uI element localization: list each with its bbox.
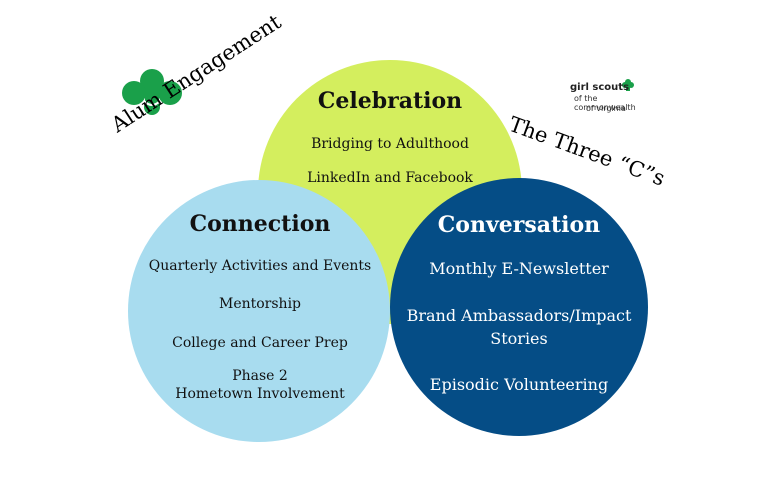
celebration-title: Celebration xyxy=(317,88,463,114)
connection-item: Mentorship xyxy=(218,296,302,312)
trefoil-icon xyxy=(122,69,182,115)
connection-item: Phase 2 xyxy=(232,368,288,384)
connection-title: Connection xyxy=(189,211,331,237)
conversation-item: Stories xyxy=(490,329,548,348)
conversation-title: Conversation xyxy=(437,212,601,238)
logo-line-3: of virginia xyxy=(586,104,626,113)
conversation-item: Monthly E-Newsletter xyxy=(429,259,609,278)
connection-item: College and Career Prep xyxy=(172,335,348,351)
logo-line-2: of the commonwealth xyxy=(574,94,636,112)
girl-scouts-logo: girl scouts of the commonwealth of virgi… xyxy=(570,79,652,116)
celebration-item: Bridging to Adulthood xyxy=(311,136,469,152)
conversation-item: Brand Ambassadors/Impact xyxy=(406,306,632,325)
connection-item: Quarterly Activities and Events xyxy=(148,258,372,274)
connection-circle xyxy=(128,180,390,442)
celebration-item: LinkedIn and Facebook xyxy=(307,170,473,186)
connection-item: Hometown Involvement xyxy=(175,386,345,402)
trefoil-icon xyxy=(622,79,634,91)
conversation-item: Episodic Volunteering xyxy=(429,375,609,394)
conversation-circle xyxy=(390,178,648,436)
logo-line-1: girl scouts xyxy=(570,82,630,93)
